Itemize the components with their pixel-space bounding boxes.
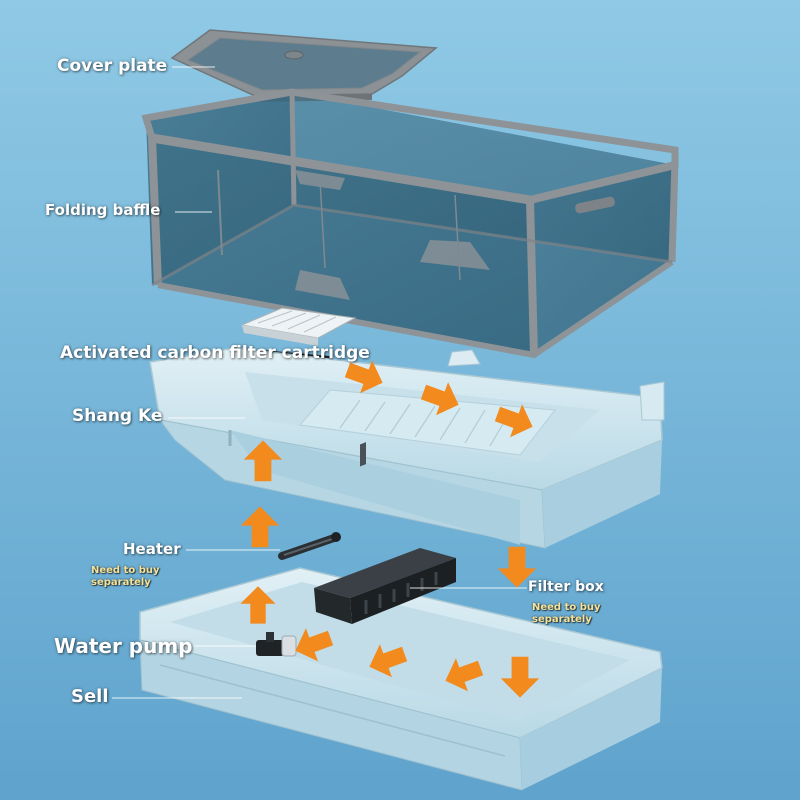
- heater-note-line-1: Need to buy: [91, 565, 160, 576]
- heater: [278, 532, 341, 560]
- label-heater: Heater: [123, 540, 181, 558]
- folding-baffle: [141, 88, 679, 359]
- filter-box: [314, 442, 456, 624]
- label-shang-ke: Shang Ke: [72, 406, 163, 426]
- water-pump: [256, 632, 297, 657]
- label-sell: Sell: [71, 686, 109, 707]
- leader-lines: [112, 66, 527, 699]
- filter-box-note-line-1: Need to buy: [532, 602, 601, 613]
- label-cover-plate: Cover plate: [57, 56, 168, 76]
- filter-box-note: Need to buy separately: [532, 602, 601, 626]
- label-filter-cartridge: Activated carbon filter cartridge: [60, 343, 370, 363]
- label-filter-box: Filter box: [528, 579, 604, 595]
- cover-plate: [170, 29, 438, 102]
- heater-note: Need to buy separately: [91, 565, 160, 589]
- heater-note-line-2: separately: [91, 577, 151, 588]
- label-folding-baffle: Folding baffle: [45, 201, 161, 219]
- filter-box-note-line-2: separately: [532, 614, 592, 625]
- label-water-pump: Water pump: [54, 634, 193, 658]
